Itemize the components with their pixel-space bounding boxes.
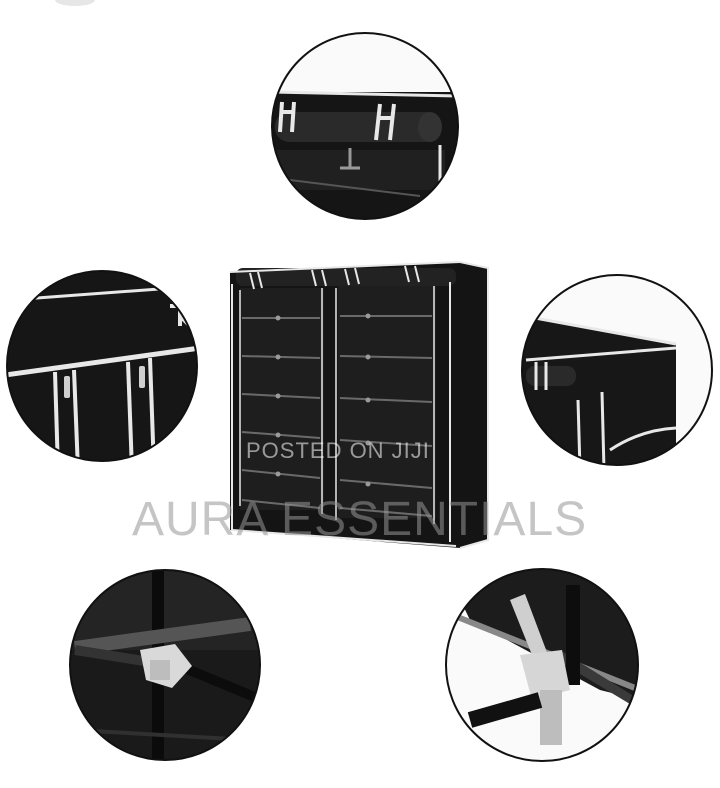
detail-ring-5 bbox=[445, 568, 639, 762]
detail-ring-1 bbox=[271, 32, 459, 220]
corner-artifact bbox=[55, 0, 95, 6]
detail-ring-4 bbox=[69, 569, 261, 761]
detail-zippers bbox=[7, 271, 197, 461]
detail-ring-3 bbox=[521, 274, 713, 466]
detail-roll-cover bbox=[272, 33, 458, 219]
shoe-rack-main bbox=[229, 261, 489, 549]
brand-watermark: AURA ESSENTIALS bbox=[132, 493, 588, 546]
detail-top-corner bbox=[522, 275, 712, 465]
detail-ring-2 bbox=[6, 270, 198, 462]
posted-watermark: POSTED ON JIJI bbox=[246, 438, 430, 463]
detail-connector-joint bbox=[70, 570, 260, 760]
detail-bottom-joint bbox=[446, 569, 638, 761]
